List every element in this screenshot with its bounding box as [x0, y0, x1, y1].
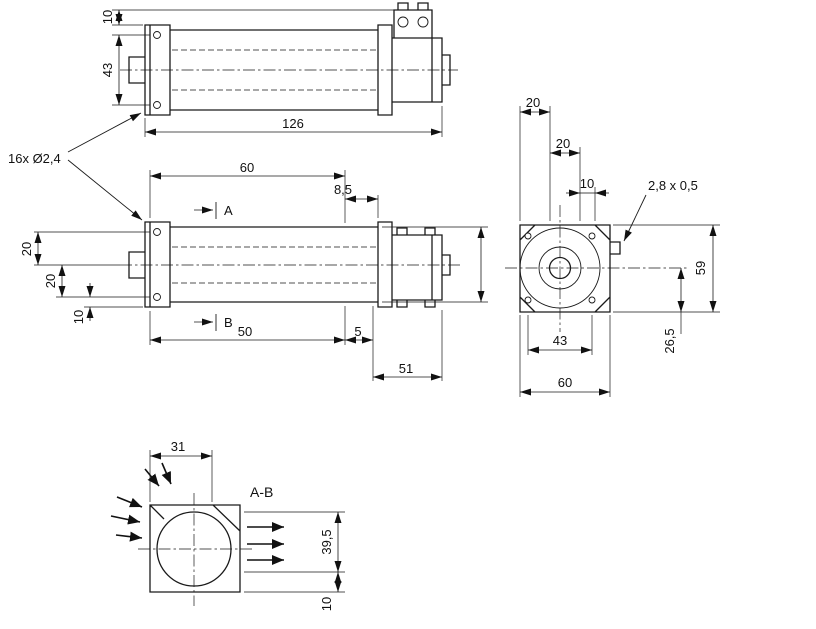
hidden-lines	[172, 246, 376, 284]
mounting-hole	[153, 228, 161, 236]
mounting-hole	[153, 101, 161, 109]
dim-sideview-51: 51	[399, 361, 413, 376]
dim-section-10: 10	[319, 597, 334, 611]
label-section-ab: A-B	[250, 484, 273, 500]
dim-section-39-5: 39,5	[319, 529, 334, 554]
side-view: A B 60 8,5 50 5 51 20 20 10	[19, 160, 488, 381]
extension-lines	[112, 9, 443, 137]
holes-callout: 16x Ø2,4	[8, 112, 143, 221]
dim-topview-126: 126	[282, 116, 304, 131]
end-view: 20 20 10 2,8 x 0,5 59 26,5 43 60	[505, 95, 720, 397]
dim-sideview-20-upper: 20	[19, 242, 34, 256]
mounting-hole	[153, 293, 161, 301]
dim-sideview-20-lower: 20	[43, 274, 58, 288]
section-outline	[149, 504, 241, 593]
fan-housing-outline	[128, 2, 451, 116]
terminal-leader-line	[623, 194, 647, 242]
inlet-flow-arrow	[115, 531, 143, 542]
leader-line	[67, 159, 143, 221]
mounting-hole	[153, 31, 161, 39]
dim-endview-26-5: 26,5	[662, 328, 677, 353]
dim-sideview-60: 60	[240, 160, 254, 175]
mounting-hole	[588, 232, 596, 240]
section-ab-view: A-B 31 39,5 10	[110, 439, 345, 611]
terminal-screw	[397, 16, 409, 28]
dim-endview-20-b: 20	[556, 136, 570, 151]
dim-sideview-10: 10	[71, 310, 86, 324]
dim-endview-59: 59	[693, 261, 708, 275]
mounting-hole	[524, 296, 532, 304]
hidden-lines	[172, 49, 376, 91]
leader-line	[67, 112, 142, 153]
centerlines	[505, 205, 688, 332]
inlet-flow-arrow	[116, 496, 143, 508]
dim-section-31: 31	[171, 439, 185, 454]
dim-sideview-8-5: 8,5	[334, 182, 352, 197]
mounting-hole	[588, 296, 596, 304]
dim-sideview-5: 5	[354, 324, 361, 339]
dim-endview-60: 60	[558, 375, 572, 390]
inlet-flow-arrow	[161, 462, 172, 485]
label-plane-a: A	[224, 203, 233, 218]
dim-topview-43: 43	[100, 63, 115, 77]
inlet-flow-arrow	[144, 468, 160, 487]
terminal-screw	[417, 16, 429, 28]
centerlines	[138, 493, 252, 606]
top-view: 10 43 126	[100, 2, 458, 137]
terminal-note: 2,8 x 0,5	[648, 178, 698, 193]
extension-lines	[519, 106, 720, 397]
extension-lines	[149, 450, 345, 593]
holes-note: 16x Ø2,4	[8, 151, 61, 166]
mounting-hole	[524, 232, 532, 240]
dim-topview-10: 10	[100, 10, 115, 24]
dim-endview-20-a: 20	[526, 95, 540, 110]
extension-lines	[34, 170, 488, 381]
dim-sideview-50: 50	[238, 324, 252, 339]
dim-endview-43: 43	[553, 333, 567, 348]
inlet-flow-arrow	[110, 514, 141, 525]
end-plate-outline	[519, 224, 621, 313]
label-plane-b: B	[224, 315, 233, 330]
fan-housing-outline	[128, 221, 451, 308]
dim-endview-10: 10	[580, 176, 594, 191]
